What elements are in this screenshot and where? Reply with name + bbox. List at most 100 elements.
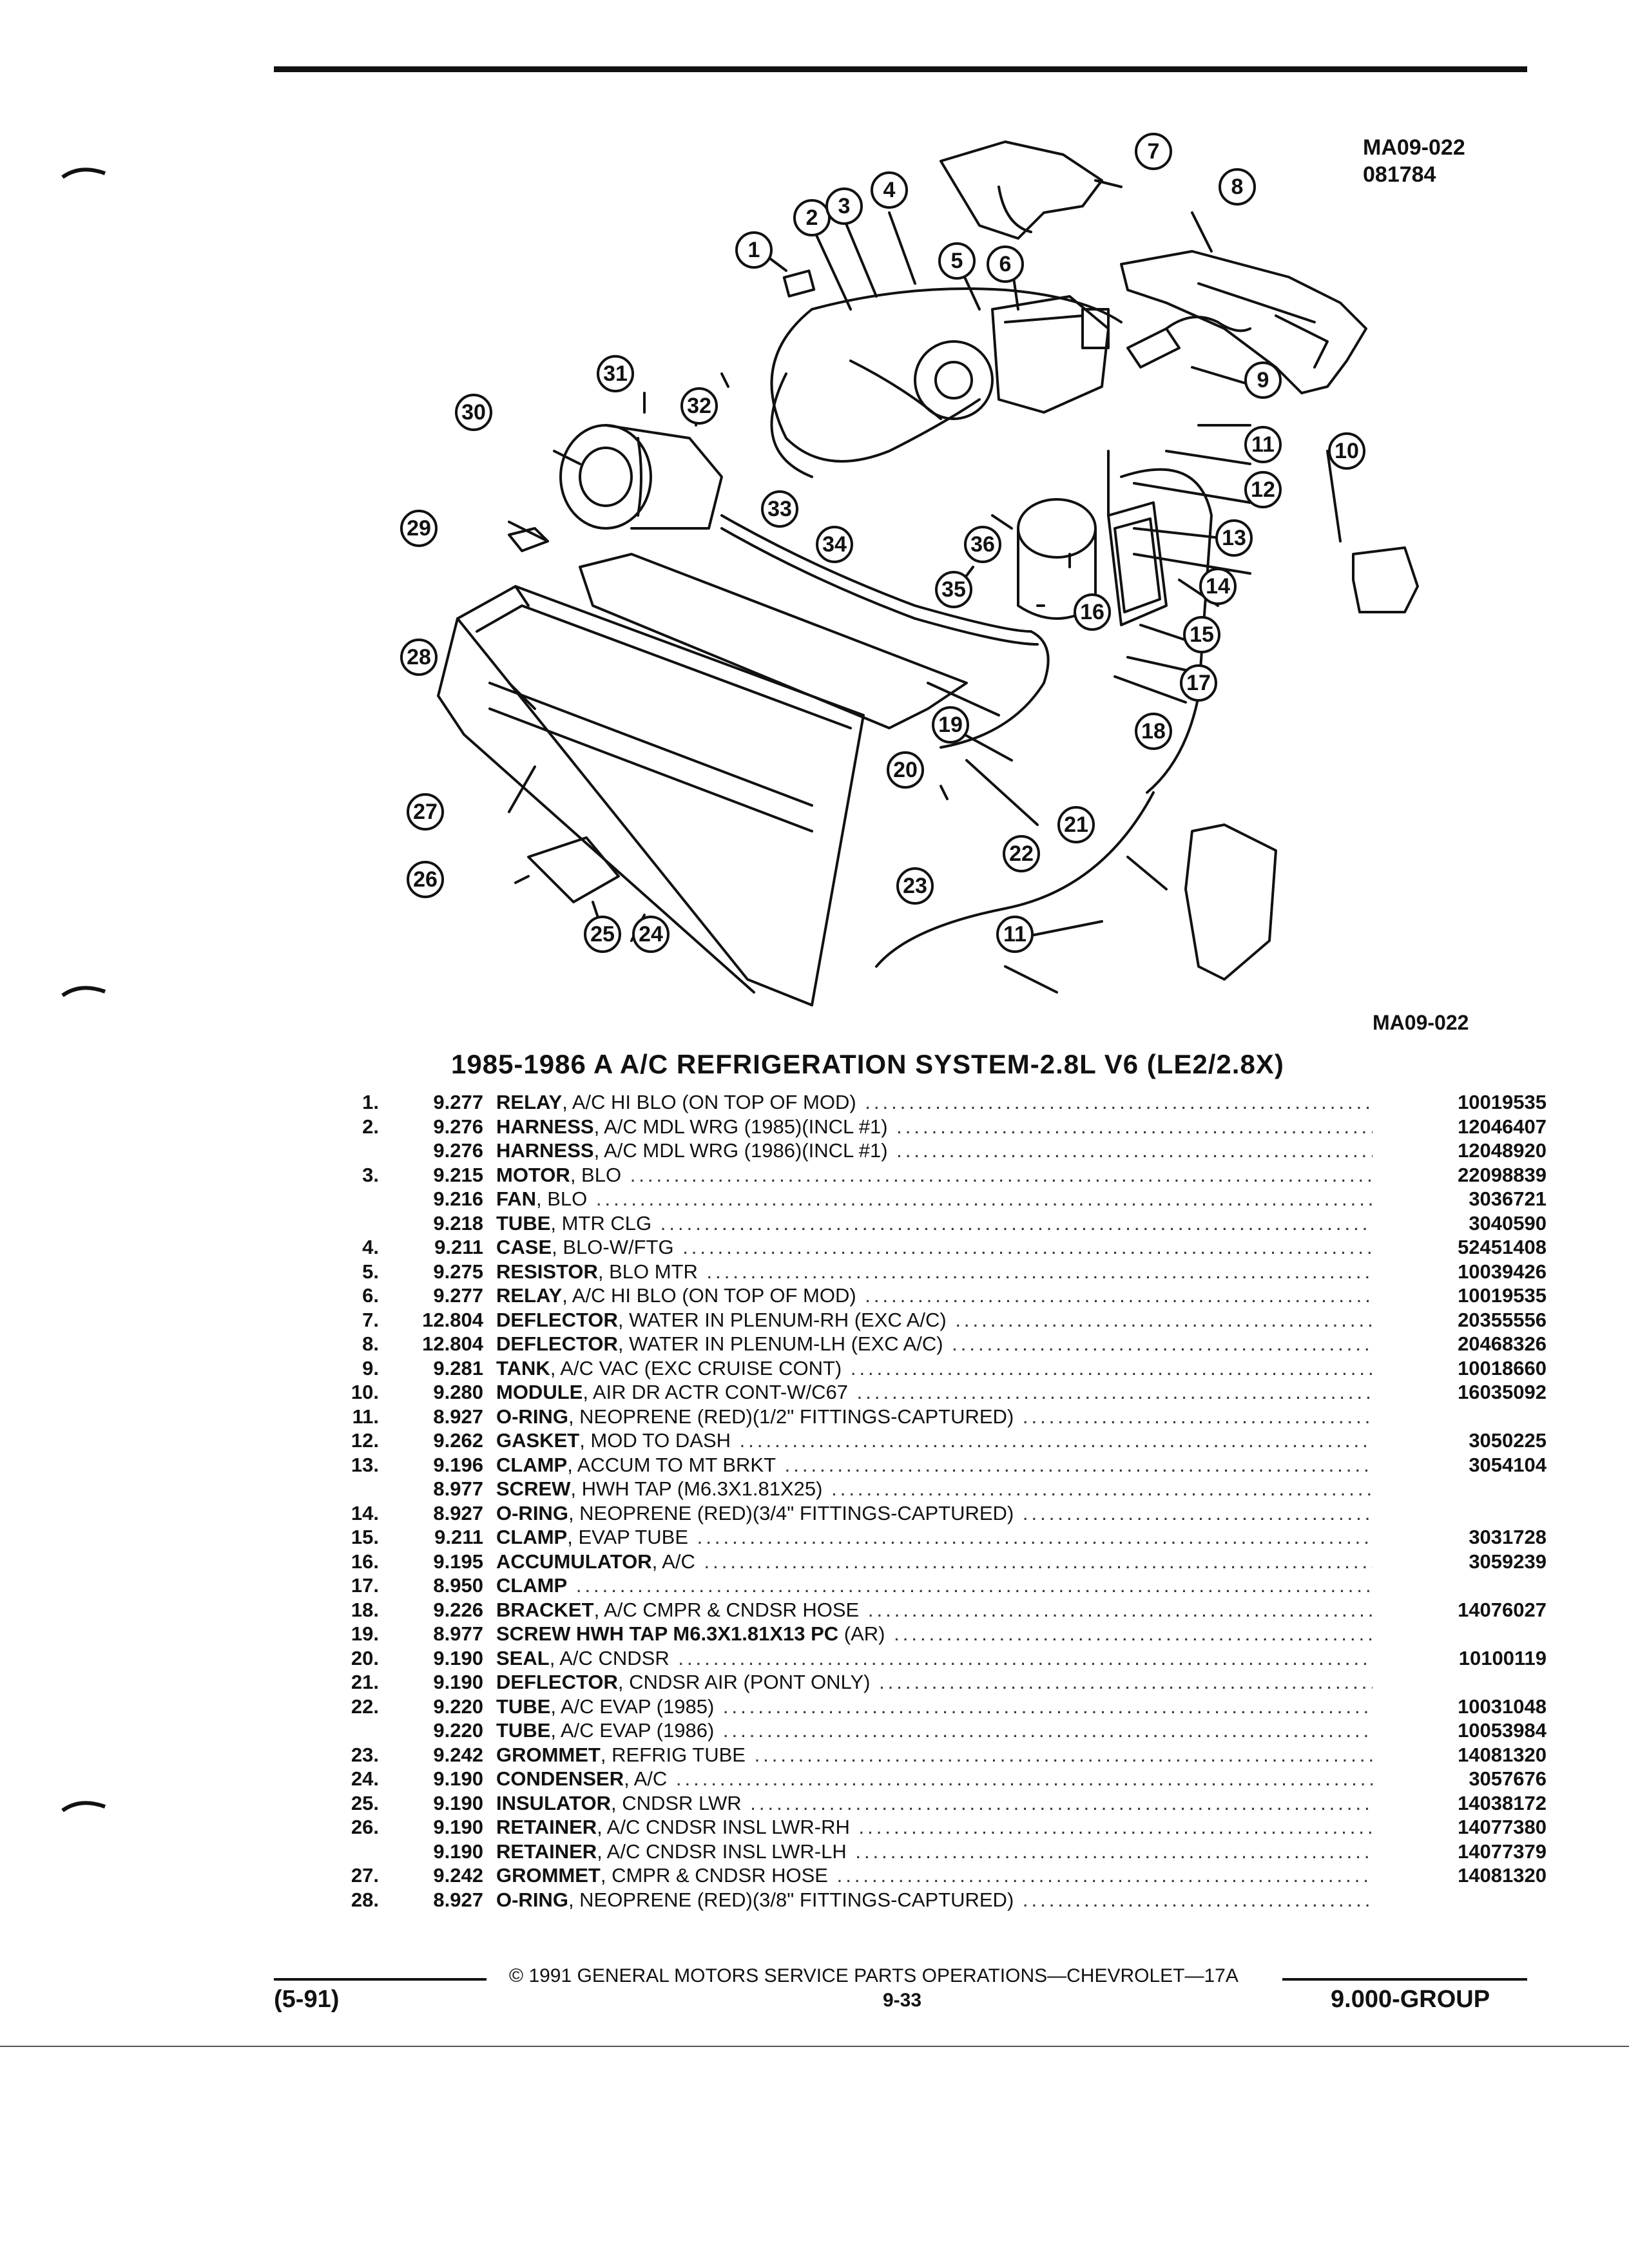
callout-7: 7 <box>1148 139 1160 164</box>
diagram-code: MA09-022 <box>1363 135 1465 160</box>
part-description: DEFLECTOR, CNDSR AIR (PONT ONLY) .......… <box>496 1670 1373 1695</box>
callout-36: 36 <box>970 532 995 557</box>
part-description: MODULE, AIR DR ACTR CONT-W/C67 .........… <box>496 1380 1373 1405</box>
part-description: RETAINER, A/C CNDSR INSL LWR-LH ........… <box>496 1840 1373 1864</box>
part-number: 22098839 <box>1458 1163 1547 1186</box>
part-number: 14076027 <box>1458 1598 1547 1621</box>
leader-dots: ........................................… <box>754 1743 1373 1766</box>
part-spec: , BLO-W/FTG <box>552 1236 674 1258</box>
part-name: TUBE <box>496 1211 551 1235</box>
leader-dots: ........................................… <box>831 1477 1373 1500</box>
part-ref: 9. <box>362 1356 379 1379</box>
part-description: DEFLECTOR, WATER IN PLENUM-LH (EXC A/C) … <box>496 1332 1373 1356</box>
callout-29: 29 <box>407 516 431 541</box>
part-spec: , A/C MDL WRG (1986)(INCL #1) <box>593 1139 888 1162</box>
part-description: INSULATOR, CNDSR LWR ...................… <box>496 1791 1373 1816</box>
part-ref: 26. <box>351 1816 379 1838</box>
part-spec: , NEOPRENE (RED)(1/2" FITTINGS-CAPTURED) <box>568 1405 1014 1428</box>
part-group: 9.196 <box>433 1453 483 1476</box>
part-ref: 11. <box>352 1405 379 1428</box>
leader-dots: ........................................… <box>697 1526 1373 1548</box>
leader-dots: ........................................… <box>630 1163 1373 1186</box>
part-spec: , A/C <box>624 1767 668 1790</box>
part-name: GROMMET <box>496 1864 601 1887</box>
part-group: 9.275 <box>433 1260 483 1283</box>
part-ref: 20. <box>351 1646 379 1669</box>
part-group: 9.281 <box>433 1356 483 1379</box>
part-ref: 1. <box>362 1091 379 1113</box>
callout-19: 19 <box>938 713 963 737</box>
exploded-parts-diagram: 1 2 3 4 5 6 7 8 9 10 11 12 13 14 15 16 1… <box>400 133 1419 1006</box>
part-number: 16035092 <box>1458 1381 1547 1403</box>
vac-tank-illustration <box>1126 327 1181 369</box>
leader-dots: ........................................… <box>952 1332 1373 1355</box>
part-group: 9.190 <box>433 1816 483 1838</box>
part-description: SCREW HWH TAP M6.3X1.81X13 PC (AR) .....… <box>496 1622 1373 1646</box>
leader-dots: ........................................… <box>722 1719 1373 1742</box>
part-name: O-RING <box>496 1501 568 1524</box>
part-description: CLAMP, ACCUM TO MT BRKT ................… <box>496 1453 1373 1477</box>
leader-dots: ........................................… <box>850 1356 1373 1379</box>
callout-22: 22 <box>1009 841 1034 866</box>
part-group: 9.190 <box>433 1767 483 1790</box>
part-number: 14081320 <box>1458 1864 1547 1887</box>
page-title: 1985-1986 A A/C REFRIGERATION SYSTEM-2.8… <box>451 1049 1284 1079</box>
part-description: ACCUMULATOR, A/C .......................… <box>496 1550 1373 1574</box>
callout-33: 33 <box>767 497 792 521</box>
callout-1: 1 <box>748 238 760 262</box>
part-description: MOTOR, BLO .............................… <box>496 1163 1373 1187</box>
callout-12: 12 <box>1251 477 1275 502</box>
part-description: GASKET, MOD TO DASH ....................… <box>496 1428 1373 1453</box>
diagram-date: 081784 <box>1363 162 1436 187</box>
part-ref: 24. <box>351 1767 379 1790</box>
part-description: O-RING, NEOPRENE (RED)(3/8" FITTINGS-CAP… <box>496 1888 1373 1912</box>
part-number: 3057676 <box>1469 1767 1547 1790</box>
leader-dots: ........................................… <box>675 1767 1373 1790</box>
part-number: 10053984 <box>1458 1719 1547 1742</box>
leader-dots: ........................................… <box>678 1646 1373 1669</box>
page-number: 9-33 <box>883 1990 922 2011</box>
leader-dots: ........................................… <box>704 1550 1373 1573</box>
leader-dots: ........................................… <box>784 1453 1373 1476</box>
part-number: 3031728 <box>1469 1526 1547 1548</box>
part-group: 9.280 <box>433 1381 483 1403</box>
part-ref: 16. <box>351 1550 379 1573</box>
part-number: 14077380 <box>1458 1816 1547 1838</box>
blower-motor-illustration <box>914 340 994 420</box>
part-number: 10031048 <box>1458 1695 1547 1718</box>
part-ref: 17. <box>351 1574 379 1597</box>
leader-dots: ........................................… <box>865 1091 1373 1113</box>
diagram-caption: MA09-022 <box>1373 1011 1469 1034</box>
footer-rule-left <box>274 1978 487 1981</box>
part-ref: 22. <box>351 1695 379 1718</box>
part-name: TUBE <box>496 1719 551 1742</box>
part-group: 9.242 <box>433 1743 483 1766</box>
callout-34: 34 <box>822 532 847 557</box>
part-group: 9.216 <box>433 1187 483 1210</box>
leader-dots: ........................................… <box>1022 1888 1373 1911</box>
part-group: 8.927 <box>433 1405 483 1428</box>
callout-10: 10 <box>1335 439 1359 463</box>
leader-dots: ........................................… <box>1022 1405 1373 1428</box>
leader-dots: ........................................… <box>836 1864 1373 1887</box>
callout-18: 18 <box>1141 719 1166 744</box>
part-name: DEFLECTOR <box>496 1671 618 1693</box>
part-name: RELAY <box>496 1091 563 1113</box>
leader-dots: ........................................… <box>682 1236 1373 1258</box>
part-number: 14081320 <box>1458 1743 1547 1766</box>
callout-27: 27 <box>413 800 438 824</box>
callout-8: 8 <box>1231 175 1244 199</box>
part-spec: , BLO <box>570 1163 622 1186</box>
punch-hole-mark <box>61 1801 106 1812</box>
